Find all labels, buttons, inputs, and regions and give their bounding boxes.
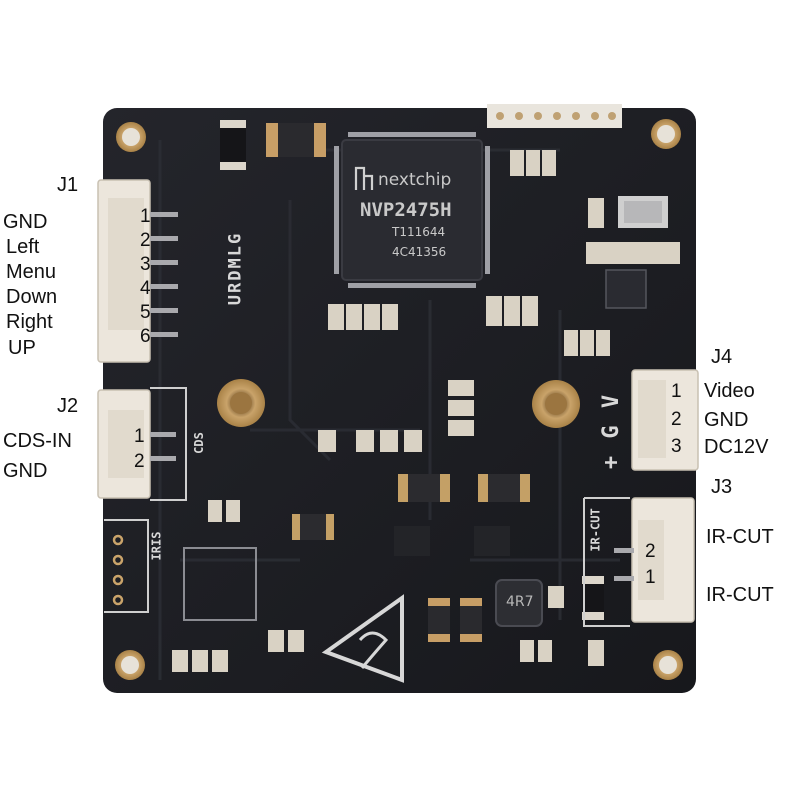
j1-pin-3: 3 <box>140 254 151 275</box>
j1-signal-6: UP <box>8 337 36 359</box>
j3-signal-2: IR-CUT <box>706 584 774 606</box>
silk-iris: IRIS <box>149 531 164 561</box>
j3-label: J3 <box>711 476 733 498</box>
j4-signal-3: DC12V <box>704 436 769 458</box>
chip-line1: T111644 <box>392 225 446 239</box>
inductor <box>495 579 543 627</box>
j4-label: J4 <box>711 346 733 368</box>
chip-model: NVP2475H <box>360 199 452 221</box>
j4-pin-3: 3 <box>671 436 682 457</box>
j1-pin-6: 6 <box>140 326 151 347</box>
j3-pin-2: 2 <box>645 541 656 562</box>
j3-pin-1: 1 <box>645 567 656 588</box>
j1-pin-5: 5 <box>140 302 151 323</box>
j1-signal-5: Right <box>6 311 53 333</box>
j4-signal-1: Video <box>704 380 755 402</box>
j1-label: J1 <box>57 174 79 196</box>
j3-signal-1: IR-CUT <box>706 526 774 548</box>
j4-pin-2: 2 <box>671 409 682 430</box>
main-chip <box>341 139 483 281</box>
pcb-board <box>103 108 696 693</box>
j4-pin-1: 1 <box>671 381 682 402</box>
nextchip-logo-icon <box>354 166 374 190</box>
silk-urdmlg: URDMLG <box>225 231 246 306</box>
j2-connector <box>97 389 176 499</box>
j4-connector <box>631 369 699 471</box>
silk-ircut: IR-CUT <box>588 508 603 552</box>
j2-pin-2: 2 <box>134 451 145 472</box>
j2-signal-2: GND <box>3 460 48 482</box>
inductor-label: 4R7 <box>506 594 534 610</box>
j1-signal-2: Left <box>6 236 40 258</box>
silk-cds: CDS <box>191 432 206 454</box>
j1-pin-4: 4 <box>140 278 151 299</box>
j2-signal-1: CDS-IN <box>3 430 72 452</box>
j3-connector <box>614 497 695 623</box>
j2-label: J2 <box>57 395 79 417</box>
j1-pin-2: 2 <box>140 230 151 251</box>
j1-pin-1: 1 <box>140 206 151 227</box>
j1-signal-4: Down <box>6 286 58 308</box>
chip-brand: nextchip <box>378 170 452 190</box>
j1-signal-1: GND <box>3 211 48 233</box>
mounting-hole-icon <box>115 119 683 680</box>
chip-line2: 4C41356 <box>392 245 447 259</box>
j1-signal-3: Menu <box>6 261 57 283</box>
j4-signal-2: GND <box>704 409 749 431</box>
j1-connector <box>97 179 178 363</box>
silk-pgv: + G V <box>599 392 625 470</box>
j2-pin-1: 1 <box>134 426 145 447</box>
